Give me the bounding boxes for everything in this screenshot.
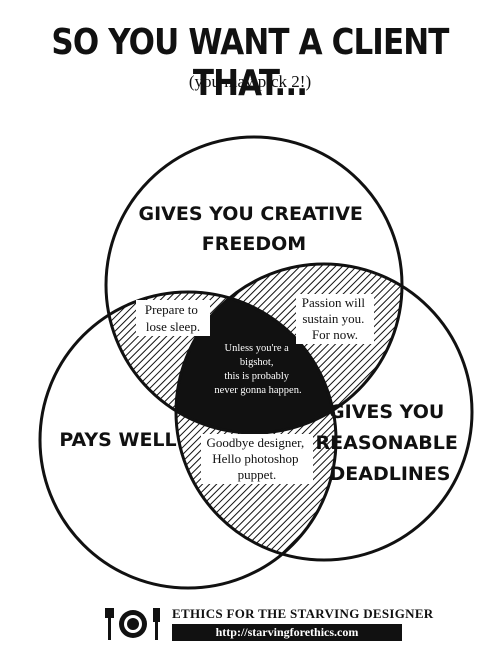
fork-handle xyxy=(108,616,111,640)
caption-creative-pays: Prepare to lose sleep. xyxy=(145,302,201,334)
plate-center xyxy=(127,618,139,630)
knife-blade xyxy=(153,608,160,622)
caption-box-creative-deadlines xyxy=(296,294,374,344)
footer-url-link[interactable]: http://starvingforethics.com xyxy=(172,624,402,641)
overlap-all-three xyxy=(176,292,336,433)
circle-pays-well xyxy=(38,290,338,590)
label-pays-well: PAYS WELL xyxy=(59,429,176,451)
page-title: SO YOU WANT A CLIENT THAT... xyxy=(51,22,449,104)
circle-reasonable-deadlines xyxy=(174,262,474,562)
fork-plate-knife-icon xyxy=(105,608,160,640)
label-reasonable-deadlines: GIVES YOU REASONABLE DEADLINES xyxy=(316,401,465,485)
knife-handle xyxy=(155,620,158,640)
footer-brand-name: ETHICS FOR THE STARVING DESIGNER xyxy=(172,606,434,621)
caption-box-creative-pays xyxy=(136,300,210,336)
caption-pays-deadlines: Goodbye designer, Hello photoshop puppet… xyxy=(207,435,308,482)
caption-box-pays-deadlines xyxy=(201,434,313,484)
fork-tines xyxy=(105,608,114,618)
caption-all-three: Unless you're a bigshot, this is probabl… xyxy=(214,343,301,396)
label-creative-freedom: GIVES YOU CREATIVE FREEDOM xyxy=(138,203,369,255)
page-subtitle: (you may pick 2!) xyxy=(188,72,312,91)
caption-creative-deadlines: Passion will sustain you. For now. xyxy=(302,295,368,342)
